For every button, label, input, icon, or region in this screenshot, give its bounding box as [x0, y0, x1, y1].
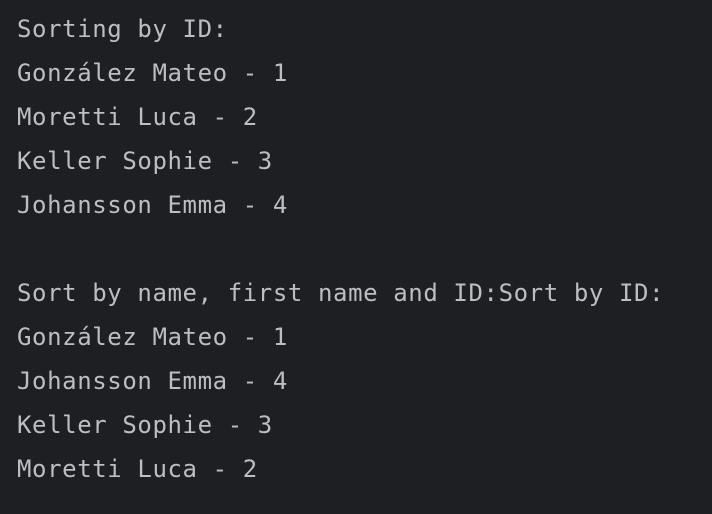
- output-line: Keller Sophie - 3: [17, 411, 273, 439]
- output-line: Sorting by ID:: [17, 15, 228, 43]
- output-line-blank: [17, 228, 712, 272]
- output-line: Johansson Emma - 4: [17, 367, 288, 395]
- output-line: Moretti Luca - 2: [17, 103, 258, 131]
- output-line: Keller Sophie - 3: [17, 147, 273, 175]
- output-line: González Mateo - 1: [17, 59, 288, 87]
- output-line: Johansson Emma - 4: [17, 191, 288, 219]
- output-line: Moretti Luca - 2: [17, 455, 258, 483]
- output-line: Sort by name, first name and ID:Sort by …: [17, 279, 665, 307]
- output-line: González Mateo - 1: [17, 323, 288, 351]
